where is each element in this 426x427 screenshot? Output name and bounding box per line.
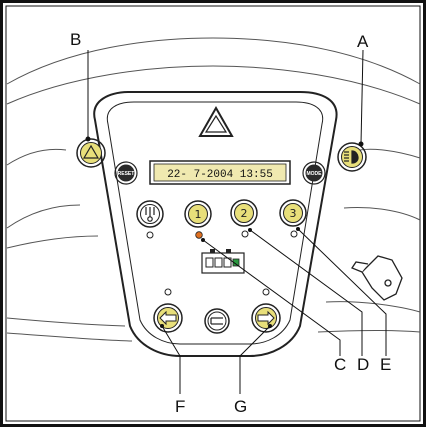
mode-button-face: [305, 164, 323, 182]
horn-icon: [210, 317, 223, 325]
right-indicator-button[interactable]: [251, 288, 281, 333]
mode-button-label: MODE: [307, 171, 323, 177]
right-arrow-icon: [257, 310, 275, 326]
temperature-button[interactable]: [136, 200, 164, 239]
mode-1-button-ring: [184, 200, 212, 228]
mode-2-button-face: [234, 203, 254, 223]
button-b-ring: [76, 138, 106, 168]
mode-3-led: [290, 230, 298, 238]
hazard-warning-icon: [198, 105, 234, 137]
button-a-ring: [337, 142, 367, 172]
label-c: C: [334, 355, 346, 374]
steering-wheel-background: [6, 37, 421, 342]
reset-button-ring: [114, 161, 138, 185]
leader-lines: [87, 49, 387, 394]
mode-1-led-orange: [195, 231, 203, 239]
left-indicator-led: [164, 288, 172, 296]
lcd-display: 22- 7-2004 13:55: [149, 160, 291, 185]
lcd-display-screen: [153, 163, 287, 182]
mode-2-button[interactable]: 2: [230, 199, 258, 238]
mode-button-ring: [302, 161, 326, 185]
leader-line-e: [297, 228, 387, 356]
hazard-triangle-outer: [198, 105, 234, 137]
right-indicator-ring: [251, 303, 281, 333]
label-a: A: [357, 32, 369, 51]
label-d: D: [357, 355, 369, 374]
battery-cell-2: [214, 257, 223, 268]
button-a-headlight[interactable]: [337, 142, 367, 172]
mode-2-button-label: 2: [241, 207, 248, 220]
headlight-icon: [344, 150, 359, 164]
leader-dots: [85, 136, 364, 328]
mode-2-button-ring: [230, 199, 258, 227]
panel-outline-outer: [93, 91, 338, 357]
battery-terminal-right: [226, 249, 231, 253]
mode-3-button[interactable]: 3: [279, 199, 307, 238]
battery-indicator: [201, 249, 245, 274]
label-g: G: [234, 397, 247, 416]
mode-1-button-face: [188, 204, 208, 224]
wheel-spoke-left-bottom-2: [6, 332, 133, 342]
key-hole: [384, 279, 392, 287]
battery-terminal-left: [210, 249, 215, 253]
thermometer-icon: [145, 207, 155, 222]
reset-button-label: RESET: [118, 171, 135, 177]
leader-line-a: [360, 49, 364, 145]
temperature-led: [146, 231, 154, 239]
left-arrow-icon: [159, 310, 177, 326]
battery-cell-1: [205, 257, 214, 268]
mode-3-button-ring: [279, 199, 307, 227]
wheel-spoke-left-mid: [6, 204, 81, 229]
wheel-rim-inner: [6, 65, 421, 105]
mode-3-button-label: 3: [290, 207, 297, 220]
horn-button-face: [207, 311, 227, 331]
horn-button[interactable]: [204, 308, 230, 334]
warning-triangle-icon: [82, 144, 100, 159]
lcd-display-text: 22- 7-2004 13:55: [167, 169, 273, 181]
wheel-spoke-right-mid: [343, 207, 421, 221]
wheel-spoke-left-low: [6, 235, 99, 249]
leader-line-g: [239, 325, 271, 394]
leader-line-f: [161, 325, 181, 394]
mode-3-button-face: [283, 203, 303, 223]
wheel-spoke-right-bottom: [317, 330, 421, 333]
key-blade: [351, 261, 369, 273]
ignition-key-icon: [351, 255, 403, 301]
wheel-spoke-right-low: [325, 301, 421, 313]
mode-2-led: [241, 230, 249, 238]
mode-1-button[interactable]: 1: [184, 200, 212, 239]
hazard-triangle-inner: [204, 114, 228, 133]
label-e: E: [380, 355, 391, 374]
key-body: [361, 255, 403, 301]
wheel-spoke-left-bottom: [6, 317, 126, 327]
button-b-warning[interactable]: [76, 138, 106, 168]
panel-outline-inner: [106, 101, 324, 345]
mode-1-button-label: 1: [195, 208, 202, 221]
wheel-rim-outer: [6, 37, 421, 85]
reset-button-face: [117, 164, 135, 182]
wheel-spoke-right-top: [359, 148, 421, 159]
leader-line-d: [249, 229, 363, 356]
label-b: B: [70, 30, 81, 49]
wheel-spoke-left-top: [6, 148, 67, 166]
inner-frame: [5, 5, 421, 422]
reset-button[interactable]: RESET: [114, 161, 138, 185]
right-indicator-led: [262, 288, 270, 296]
left-indicator-button[interactable]: [153, 288, 183, 333]
leader-line-c: [202, 239, 341, 356]
left-indicator-ring: [153, 303, 183, 333]
mode-button[interactable]: MODE: [302, 161, 326, 185]
label-f: F: [175, 397, 185, 416]
